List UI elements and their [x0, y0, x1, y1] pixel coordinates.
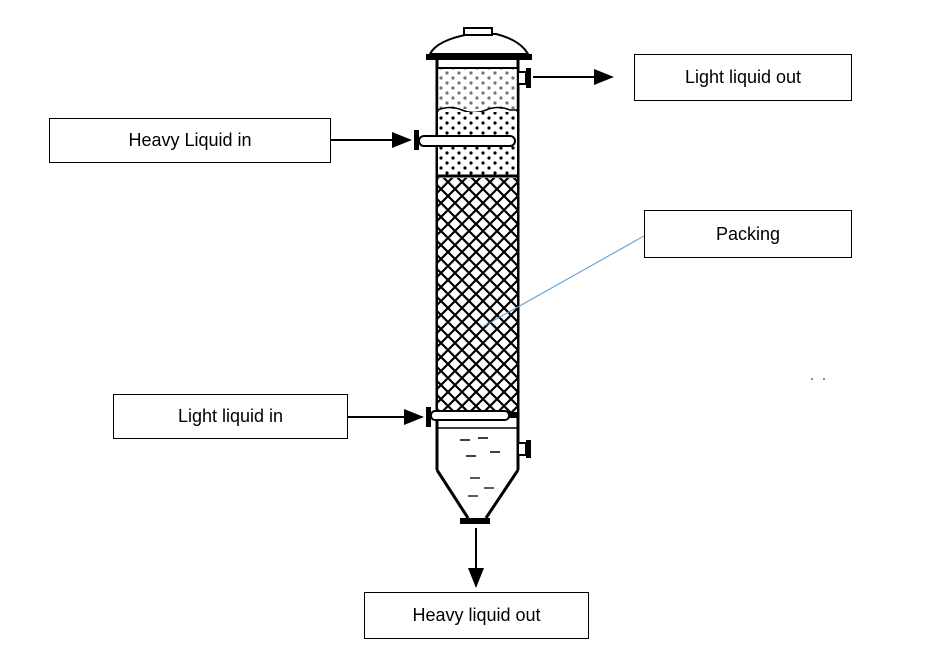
packing-label: Packing [644, 210, 852, 258]
heavy-liquid-inlet-pipe [414, 130, 516, 150]
heavy-liquid-out-label: Heavy liquid out [364, 592, 589, 639]
light-liquid-out-label: Light liquid out [634, 54, 852, 101]
packing-leader-line [483, 235, 645, 327]
light-liquid-outlet-nozzle [517, 68, 531, 88]
side-nozzle [517, 440, 531, 458]
heavy-liquid-in-label: Heavy Liquid in [49, 118, 331, 163]
packing-section [437, 178, 519, 418]
column-shell [435, 60, 520, 470]
light-liquid-inlet-pipe [426, 407, 510, 427]
top-settling-zone [437, 69, 517, 114]
light-liquid-in-label: Light liquid in [113, 394, 348, 439]
column-head [426, 27, 532, 60]
bottom-settling-zone [437, 427, 518, 457]
stray-dot [823, 378, 825, 380]
stray-dot [811, 378, 813, 380]
bottom-cone [435, 469, 520, 524]
